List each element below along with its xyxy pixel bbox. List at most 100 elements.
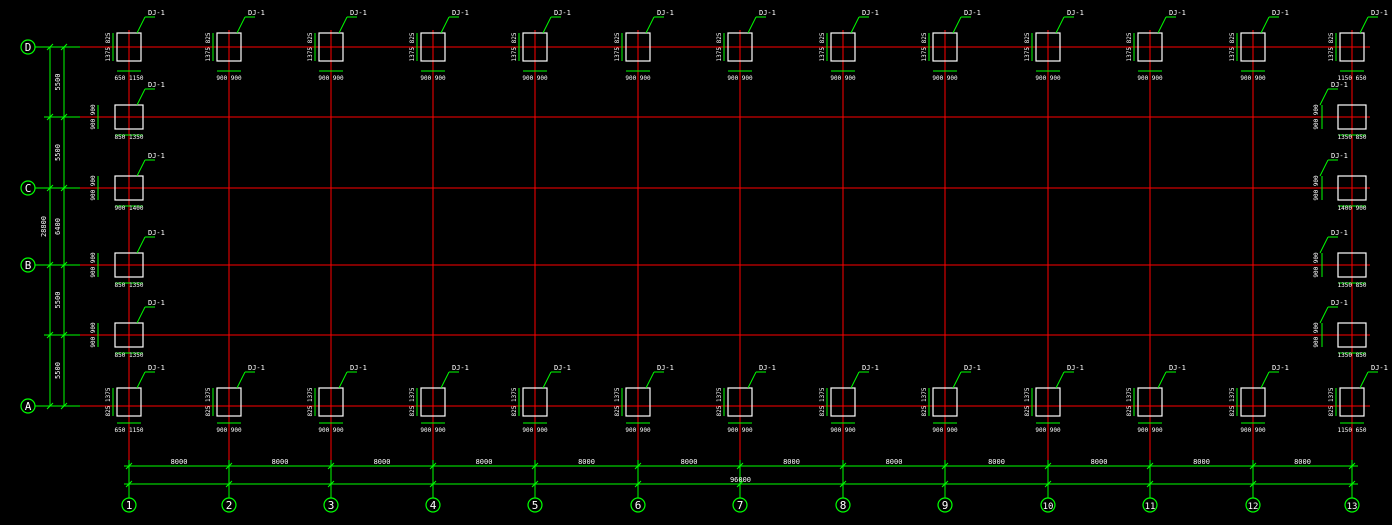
footing-horizontal-dimension: 900 900 xyxy=(216,75,242,82)
footing-pad xyxy=(1240,32,1266,62)
label-leader xyxy=(952,16,962,34)
dimension-tick xyxy=(46,402,54,410)
bay-spacing-label: 8000 xyxy=(578,458,595,466)
footing-horizontal-dimension: 900 900 xyxy=(420,427,446,434)
footing-label: DJ-1 xyxy=(657,9,674,17)
footing-pad xyxy=(420,387,446,417)
dimension-tick xyxy=(1044,462,1052,470)
footing-label: DJ-1 xyxy=(759,9,776,17)
footing-label: DJ-1 xyxy=(1067,364,1084,372)
label-leader xyxy=(236,16,246,34)
label-leader xyxy=(747,371,757,389)
footing-pad xyxy=(522,387,548,417)
column-axis-label: 5 xyxy=(532,499,539,512)
footing-vertical-dimension: 1375 825 xyxy=(921,32,928,61)
footing-vertical-dimension: 825 1375 xyxy=(1126,387,1133,416)
row-axis-label: B xyxy=(25,259,32,272)
footing-pad xyxy=(830,387,856,417)
bay-spacing-label: 8000 xyxy=(886,458,903,466)
footing-pad xyxy=(114,252,144,278)
footing-pad xyxy=(522,32,548,62)
footing-pad xyxy=(1337,252,1367,278)
footing-vertical-dimension: 825 1375 xyxy=(614,387,621,416)
footing-pad xyxy=(318,387,344,417)
footing-pad xyxy=(116,387,142,417)
bay-spacing-label: 8000 xyxy=(1091,458,1108,466)
label-leader xyxy=(1319,88,1329,106)
footing-vertical-dimension: 1375 825 xyxy=(105,32,112,61)
footing-pad xyxy=(1035,32,1061,62)
dimension-tick xyxy=(736,462,744,470)
footing-vertical-dimension: 900 900 xyxy=(90,104,97,130)
footing-pad xyxy=(216,387,242,417)
footing-vertical-dimension: 825 1375 xyxy=(819,387,826,416)
label-leader xyxy=(1157,371,1167,389)
dimension-tick xyxy=(46,261,54,269)
footing-label: DJ-1 xyxy=(452,9,469,17)
footing-horizontal-dimension: 900 900 xyxy=(522,75,548,82)
footing-label: DJ-1 xyxy=(148,152,165,160)
footing-horizontal-dimension: 900 900 xyxy=(522,427,548,434)
column-axis-label: 4 xyxy=(430,499,437,512)
footing-horizontal-dimension: 1400 900 xyxy=(1338,205,1367,212)
footing-horizontal-dimension: 900 900 xyxy=(216,427,242,434)
label-leader xyxy=(1319,236,1329,254)
footing-horizontal-dimension: 900 900 xyxy=(830,427,856,434)
dimension-tick xyxy=(327,462,335,470)
footing-label: DJ-1 xyxy=(1272,364,1289,372)
footing-vertical-dimension: 900 900 xyxy=(1313,322,1320,348)
footing-vertical-dimension: 1375 825 xyxy=(819,32,826,61)
footing-label: DJ-1 xyxy=(148,299,165,307)
footing-horizontal-dimension: 900 900 xyxy=(1035,427,1061,434)
label-leader xyxy=(645,16,655,34)
label-leader xyxy=(1260,16,1270,34)
label-leader xyxy=(1359,371,1369,389)
bay-spacing-label: 8000 xyxy=(1294,458,1311,466)
footing-label: DJ-1 xyxy=(1272,9,1289,17)
footing-horizontal-dimension: 900 900 xyxy=(1137,75,1163,82)
label-leader xyxy=(1359,16,1369,34)
footing-horizontal-dimension: 900 900 xyxy=(1240,427,1266,434)
dimension-tick xyxy=(60,261,68,269)
dimension-tick xyxy=(1348,462,1356,470)
label-leader xyxy=(850,371,860,389)
footing-pad xyxy=(932,387,958,417)
label-leader xyxy=(338,371,348,389)
dimension-tick xyxy=(429,480,437,488)
label-leader xyxy=(952,371,962,389)
dimension-tick xyxy=(429,462,437,470)
footing-vertical-dimension: 900 900 xyxy=(1313,104,1320,130)
footing-vertical-dimension: 1375 825 xyxy=(1024,32,1031,61)
left-total-dimension: 28800 xyxy=(40,216,48,237)
column-axis-label: 8 xyxy=(840,499,847,512)
label-leader xyxy=(440,16,450,34)
label-leader xyxy=(645,371,655,389)
dimension-tick xyxy=(225,462,233,470)
footing-pad xyxy=(932,32,958,62)
footing-label: DJ-1 xyxy=(1169,9,1186,17)
footing-horizontal-dimension: 1350 850 xyxy=(1338,134,1367,141)
dimension-tick xyxy=(736,480,744,488)
footing-label: DJ-1 xyxy=(862,9,879,17)
label-leader xyxy=(136,88,146,106)
footing-label: DJ-1 xyxy=(554,9,571,17)
footing-horizontal-dimension: 900 900 xyxy=(932,427,958,434)
footing-vertical-dimension: 825 1375 xyxy=(409,387,416,416)
dimension-tick xyxy=(60,113,68,121)
label-leader xyxy=(136,236,146,254)
footing-label: DJ-1 xyxy=(148,9,165,17)
footing-label: DJ-1 xyxy=(248,364,265,372)
footing-label: DJ-1 xyxy=(350,364,367,372)
footing-label: DJ-1 xyxy=(1331,81,1348,89)
footing-horizontal-dimension: 650 1150 xyxy=(115,75,144,82)
dimension-tick xyxy=(46,184,54,192)
footing-pad xyxy=(1137,32,1163,62)
bay-spacing-label: 8000 xyxy=(681,458,698,466)
footing-label: DJ-1 xyxy=(1169,364,1186,372)
footing-label: DJ-1 xyxy=(1067,9,1084,17)
dimension-tick xyxy=(60,402,68,410)
dimension-tick xyxy=(531,462,539,470)
footing-vertical-dimension: 825 1375 xyxy=(921,387,928,416)
footing-pad xyxy=(114,104,144,130)
